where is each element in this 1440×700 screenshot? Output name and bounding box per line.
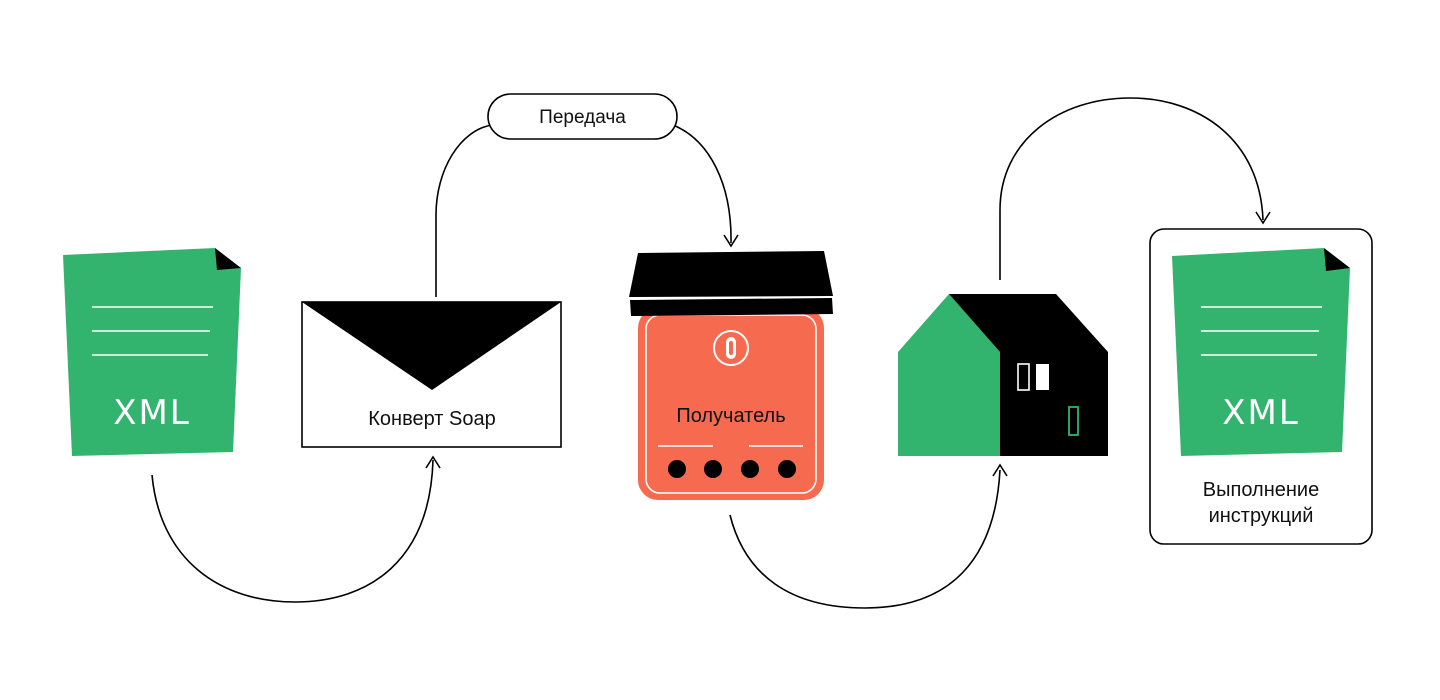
result-caption-line2: инструкций [1209, 505, 1314, 527]
connectors [151, 97, 1264, 609]
lock-icon [713, 330, 749, 366]
arrow-xml-to-envelope [151, 459, 434, 603]
arrowhead-result [1255, 211, 1271, 225]
receiver-dot [704, 460, 722, 478]
arrowhead-receiver [723, 234, 739, 248]
xml-source-label: XML [113, 393, 191, 433]
house-icon [898, 294, 1108, 456]
arrow-receiver-to-house [729, 469, 1001, 609]
xml-document-icon: XML [63, 248, 241, 456]
mailbox-icon: Получатель [629, 251, 833, 500]
xml-result-label: XML [1222, 393, 1300, 433]
arrowheads [425, 211, 1271, 477]
envelope-icon: Конверт Soap [301, 301, 562, 448]
arrow-house-to-result [999, 97, 1264, 280]
receiver-dot [668, 460, 686, 478]
receiver-dot [778, 460, 796, 478]
result-caption-line1: Выполнение [1203, 479, 1319, 501]
envelope-label: Конверт Soap [368, 408, 495, 430]
result-card: XML Выполнение инструкций [1149, 228, 1373, 545]
receiver-dot [741, 460, 759, 478]
receiver-label: Получатель [676, 405, 785, 427]
xml-document-icon: XML [1172, 248, 1350, 456]
arrowhead-envelope [425, 455, 441, 469]
transfer-pill: Передача [487, 93, 678, 140]
arrowhead-house [992, 463, 1008, 477]
transfer-label: Передача [539, 107, 626, 128]
arrow-envelope-to-receiver [435, 124, 732, 297]
